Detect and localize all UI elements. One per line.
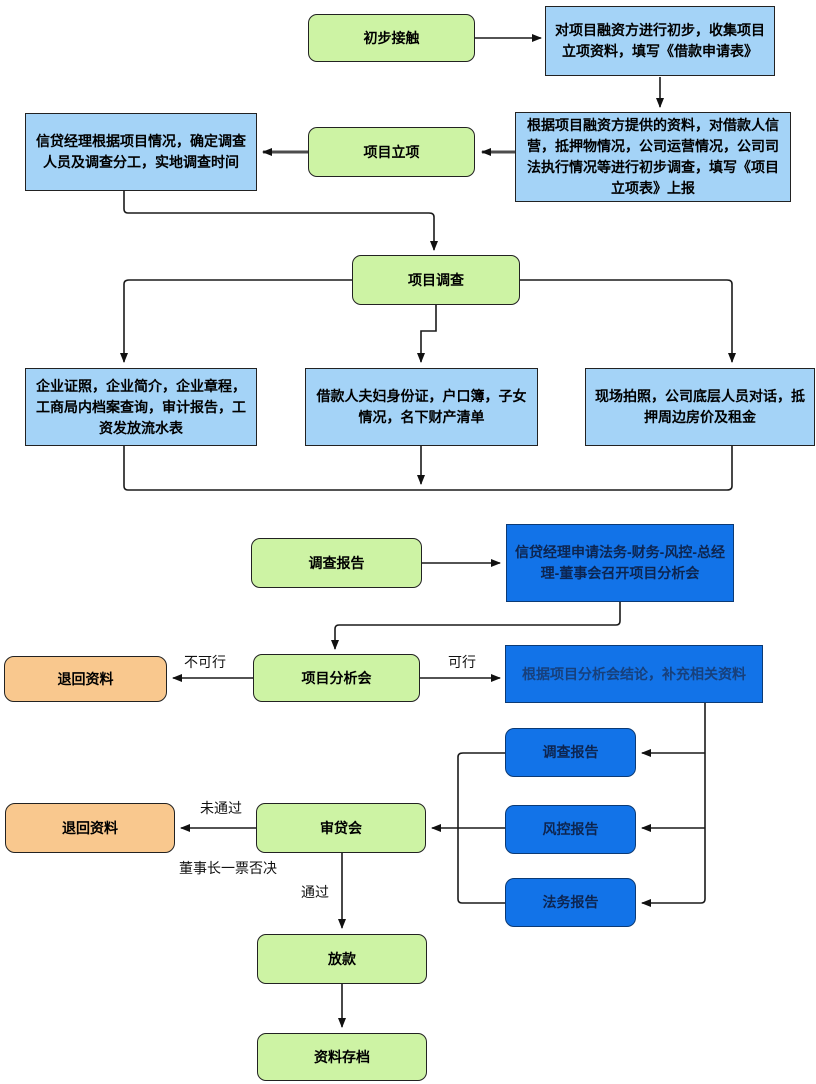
connector-investigation-to-site-visit	[520, 279, 736, 363]
connector-assign-to-investigation	[123, 191, 438, 251]
node-convene-analysis-meeting: 信贷经理申请法务-财务-风控-总经理-董事会召开项目分析会	[506, 524, 734, 602]
node-collect-application-info: 对项目融资方进行初步，收集项目立项资料，填写《借款申请表》	[545, 6, 775, 76]
node-archive-materials: 资料存档	[257, 1033, 427, 1081]
connector-investigation-to-company-docs	[120, 279, 352, 363]
edge-label-rejected: 未通过	[200, 800, 242, 816]
node-loan-disbursement: 放款	[257, 934, 427, 984]
node-assign-investigators: 信贷经理根据项目情况，确定调查人员及调查分工，实地调查时间	[25, 113, 257, 191]
node-return-materials-2: 退回资料	[5, 803, 175, 853]
node-borrower-documents: 借款人夫妇身份证，户口簿，子女情况，名下财产清单	[305, 368, 538, 446]
node-return-materials-1: 退回资料	[4, 656, 167, 702]
edge-label-infeasible: 不可行	[184, 654, 226, 670]
edge-label-approved: 通过	[301, 884, 329, 900]
node-investigation-report-2: 调查报告	[505, 728, 636, 777]
node-loan-review-meeting: 审贷会	[256, 803, 426, 853]
node-preliminary-investigation-info: 根据项目融资方提供的资料，对借款人信营，抵押物情况，公司运营情况，公司司法执行情…	[515, 112, 791, 202]
connector-meetingcall-to-analysis	[331, 602, 621, 650]
node-project-investigation: 项目调查	[352, 255, 520, 305]
edge-label-chairman-veto: 董事长一票否决	[179, 860, 277, 876]
node-legal-report: 法务报告	[505, 878, 636, 927]
node-company-documents: 企业证照，企业简介，企业章程，工商局内档案查询，审计报告，工资发放流水表	[25, 368, 257, 446]
node-project-initiation: 项目立项	[308, 127, 475, 177]
connector-investigation-to-borrower-docs	[417, 305, 437, 363]
node-initial-contact: 初步接触	[308, 14, 475, 62]
node-risk-control-report: 风控报告	[505, 805, 636, 854]
node-project-analysis-meeting: 项目分析会	[253, 654, 420, 702]
node-site-visit: 现场拍照，公司底层人员对话，抵押周边房价及租金	[585, 368, 815, 446]
node-supplement-materials: 根据项目分析会结论，补充相关资料	[505, 645, 763, 703]
edge-label-feasible: 可行	[448, 654, 476, 670]
node-investigation-report: 调查报告	[251, 538, 422, 588]
connector-supplement-down-to-legal	[641, 703, 706, 907]
connector-collector-bar	[123, 446, 733, 491]
